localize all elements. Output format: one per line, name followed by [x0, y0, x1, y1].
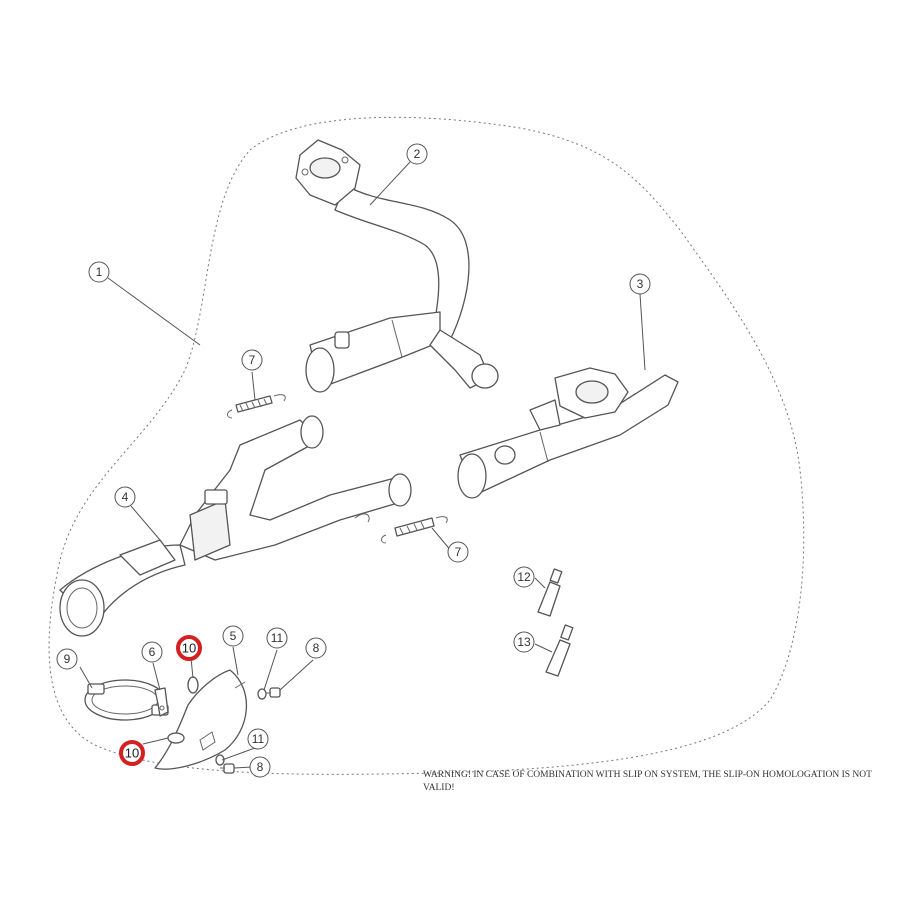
svg-text:13: 13: [517, 635, 531, 649]
svg-text:2: 2: [414, 147, 421, 161]
callout-8-upper: 8: [305, 637, 327, 659]
callout-9: 9: [56, 648, 78, 670]
clip-lower: [167, 732, 185, 744]
callout-12: 12: [513, 566, 535, 588]
callout-4: 4: [114, 486, 136, 508]
callout-5: 5: [222, 625, 244, 647]
svg-text:8: 8: [257, 760, 264, 774]
svg-text:5: 5: [230, 629, 237, 643]
kit-boundary-outline: [48, 116, 805, 775]
leader-lines: [79, 161, 646, 769]
svg-text:6: 6: [149, 645, 156, 659]
svg-text:11: 11: [271, 631, 284, 645]
homologation-warning-text: WARNING! IN CASE OF COMBINATION WITH SLI…: [423, 770, 872, 793]
callout-11-upper: 11: [266, 627, 288, 649]
svg-text:11: 11: [252, 732, 265, 746]
svg-text:4: 4: [122, 490, 129, 504]
callout-2: 2: [406, 143, 428, 165]
header-pipe-right: [457, 367, 679, 499]
callout-3: 3: [629, 273, 651, 295]
callout-10-upper: 10: [176, 635, 202, 661]
bolt-lower: [220, 763, 235, 774]
callout-13: 13: [513, 631, 535, 653]
callout-11-lower: 11: [247, 728, 269, 750]
spring-upper: [227, 394, 286, 419]
callout-10-lower: 10: [119, 740, 145, 766]
callout-6: 6: [141, 641, 163, 663]
svg-text:1: 1: [96, 265, 103, 279]
sealant-tube-12: [537, 568, 563, 617]
svg-text:10: 10: [182, 641, 196, 656]
heat-shield: [154, 669, 248, 770]
svg-text:10: 10: [125, 746, 139, 761]
washer-lower: [215, 754, 225, 766]
washer-upper: [257, 688, 267, 700]
mounting-bracket: [154, 687, 169, 717]
svg-text:12: 12: [517, 570, 531, 584]
svg-text:9: 9: [64, 652, 71, 666]
bolt-upper: [266, 687, 281, 698]
svg-text:3: 3: [637, 277, 644, 291]
callout-7-lower: 7: [447, 541, 469, 563]
header-pipe-upper: [295, 139, 499, 393]
sealant-tube-13: [545, 624, 574, 677]
exhaust-clamp: [84, 679, 169, 721]
svg-text:7: 7: [249, 353, 256, 367]
svg-text:8: 8: [313, 641, 320, 655]
svg-text:7: 7: [455, 545, 462, 559]
callout-1: 1: [88, 261, 110, 283]
collector-y-pipe: [59, 415, 412, 637]
spring-lower: [381, 516, 448, 544]
callout-8-lower: 8: [249, 756, 271, 778]
callout-7-upper: 7: [241, 349, 263, 371]
clip-upper: [187, 676, 199, 694]
